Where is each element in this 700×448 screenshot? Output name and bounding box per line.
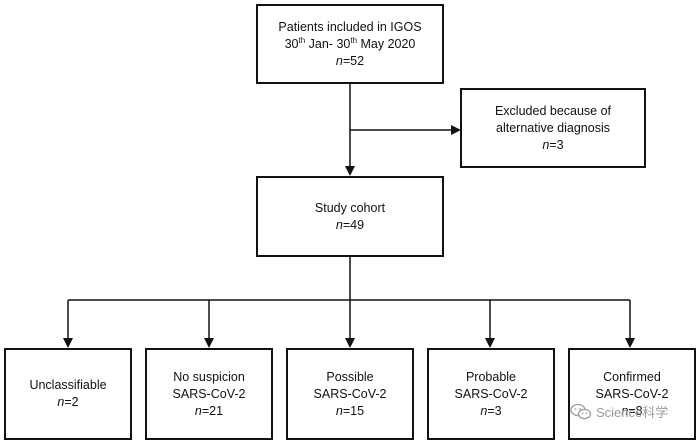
category-sublabel: SARS-CoV-2 bbox=[313, 386, 387, 401]
category-count: n=15 bbox=[335, 403, 365, 418]
patients-included-title: Patients included in IGOS bbox=[278, 19, 422, 34]
box-study-cohort: Study cohort n=49 bbox=[256, 176, 444, 257]
category-sublabel: SARS-CoV-2 bbox=[595, 386, 669, 401]
patients-included-date-range: 30th Jan- 30th May 2020 bbox=[284, 35, 416, 51]
excluded-line2: alternative diagnosis bbox=[496, 120, 610, 135]
box-probable: Probable SARS-CoV-2 n=3 bbox=[427, 348, 555, 440]
category-sublabel: SARS-CoV-2 bbox=[172, 386, 246, 401]
category-label: Probable bbox=[465, 369, 517, 384]
category-count: n=8 bbox=[621, 403, 643, 418]
box-excluded: Excluded because of alternative diagnosi… bbox=[460, 88, 646, 168]
watermark: Science科学 bbox=[570, 402, 668, 421]
excluded-line1: Excluded because of bbox=[494, 103, 612, 118]
box-no-suspicion: No suspicion SARS-CoV-2 n=21 bbox=[145, 348, 273, 440]
excluded-count: n=3 bbox=[542, 137, 564, 152]
category-count: n=2 bbox=[57, 395, 79, 409]
box-patients-included: Patients included in IGOS 30th Jan- 30th… bbox=[256, 4, 444, 84]
study-cohort-title: Study cohort bbox=[314, 200, 386, 215]
watermark-text: Science科学 bbox=[596, 405, 669, 420]
category-label: Possible bbox=[326, 369, 374, 384]
study-cohort-count: n=49 bbox=[335, 217, 365, 232]
box-possible: Possible SARS-CoV-2 n=15 bbox=[286, 348, 414, 440]
category-label: Confirmed bbox=[603, 369, 661, 384]
category-count: n=21 bbox=[194, 403, 224, 418]
box-unclassifiable: Unclassifiable n=2 bbox=[4, 348, 132, 440]
category-label: Unclassifiable bbox=[29, 378, 107, 392]
category-count: n=3 bbox=[480, 403, 502, 418]
category-sublabel: SARS-CoV-2 bbox=[454, 386, 528, 401]
wechat-icon bbox=[570, 403, 592, 419]
patients-included-count: n=52 bbox=[335, 53, 365, 68]
box-confirmed: Confirmed SARS-CoV-2 n=8 bbox=[568, 348, 696, 440]
category-label: No suspicion bbox=[173, 369, 245, 384]
